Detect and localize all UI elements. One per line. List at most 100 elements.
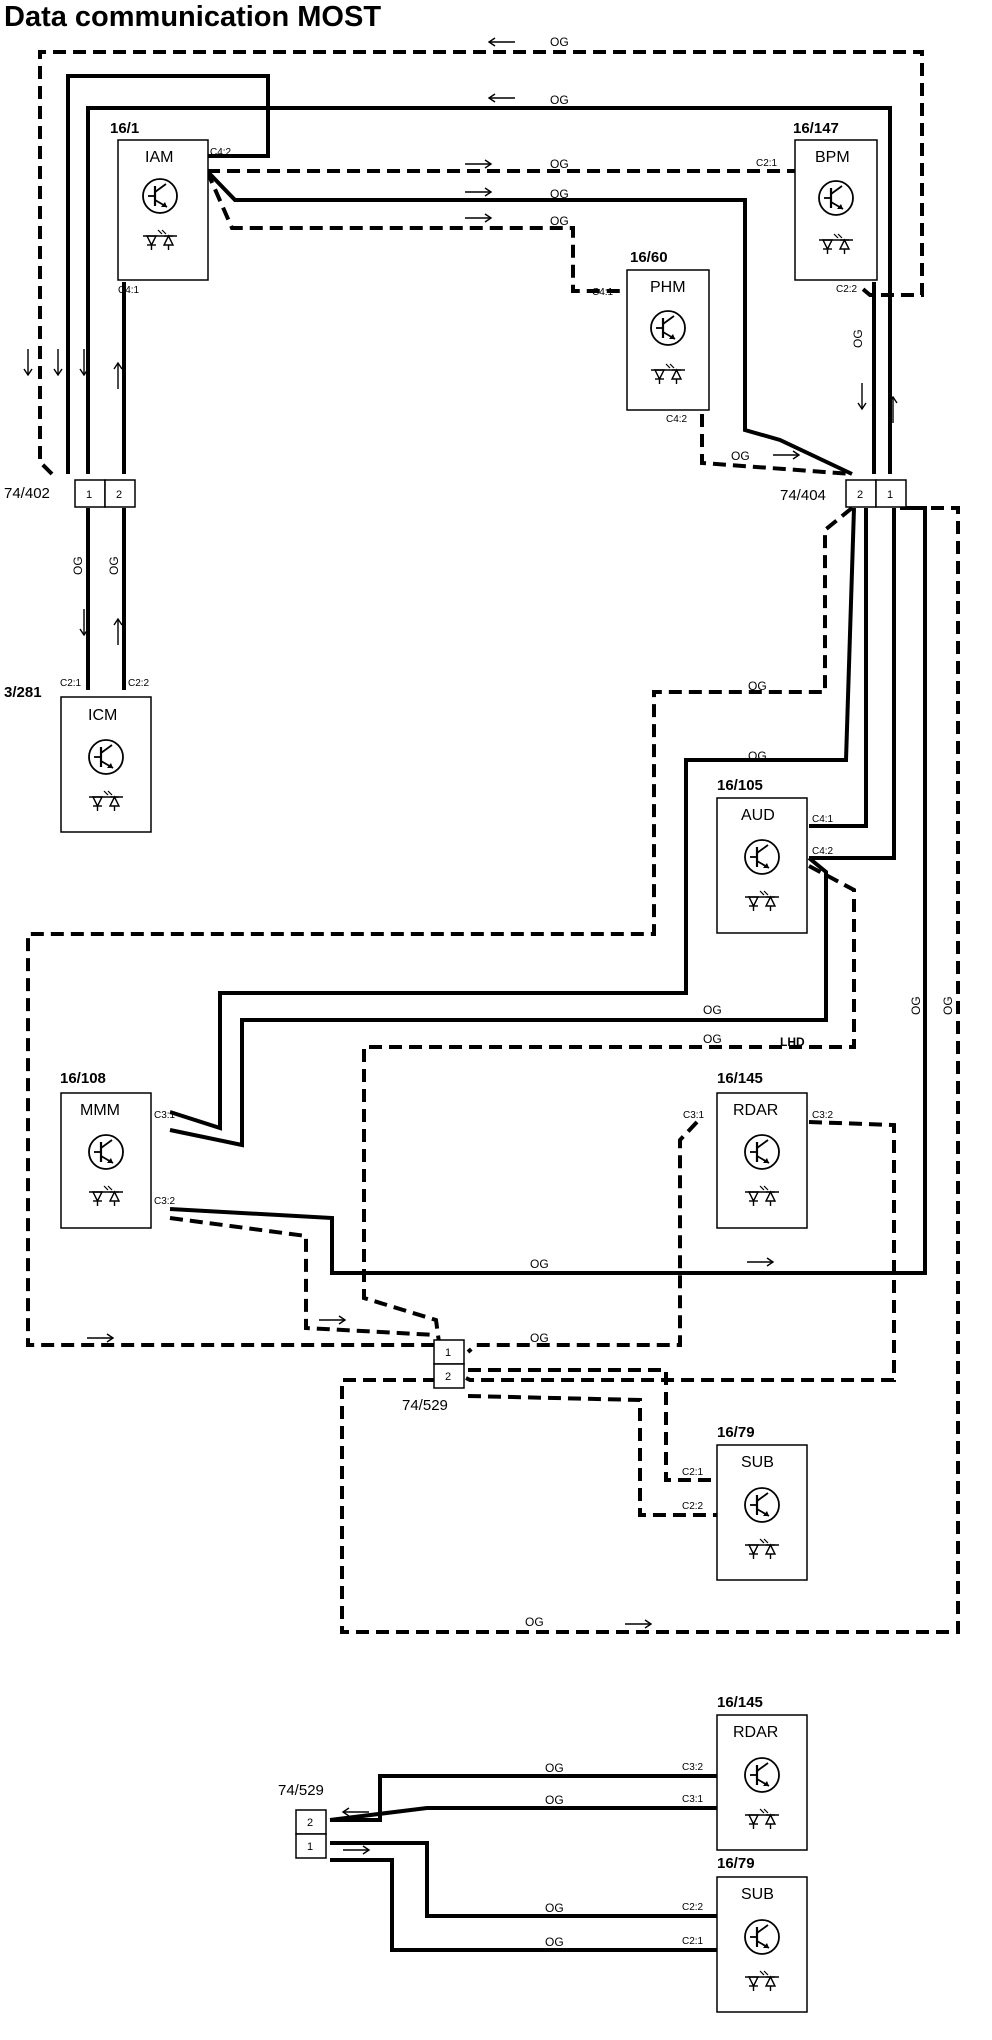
pin-label: C2:2 — [682, 1902, 704, 1913]
pin-label: C4:2 — [812, 846, 834, 857]
wire-color-label: OG — [550, 187, 569, 201]
arrow-right-icon — [318, 1315, 346, 1325]
arrow-right-icon — [624, 1619, 652, 1629]
wire-layer — [26, 50, 960, 1634]
wire-labels: OG OG OG OG OG OG OG OG OG OG LHD OG OG … — [71, 35, 955, 1949]
module-name: SUB — [741, 1454, 774, 1471]
module-ref: 16/145 — [717, 1694, 763, 1711]
module-ref: 16/79 — [717, 1424, 755, 1441]
pin-label: C2:1 — [682, 1467, 704, 1478]
module-iam: 16/1 IAM C4:2 C4:1 — [110, 120, 232, 296]
arrow-right-icon — [464, 187, 492, 197]
connector-74-529: 1 2 74/529 — [402, 1339, 465, 1414]
arrow-right-icon — [464, 159, 492, 169]
module-phm: 16/60 PHM C4:1 C4:2 — [592, 249, 710, 425]
connector-74-402: 74/402 1 2 — [4, 479, 136, 508]
connector-pin: 2 — [116, 489, 122, 501]
wire-color-label: OG — [703, 1003, 722, 1017]
module-bpm: 16/147 BPM C2:1 C2:2 — [756, 120, 878, 295]
module-name: IAM — [145, 149, 173, 166]
module-ref: 16/108 — [60, 1070, 106, 1087]
arrow-right-icon — [772, 450, 800, 460]
module-ref: 16/147 — [793, 120, 839, 137]
wire-color-label: OG — [731, 449, 750, 463]
lhd-note: LHD — [780, 1035, 805, 1049]
module-name: SUB — [741, 1886, 774, 1903]
arrow-down-icon — [857, 382, 867, 410]
connector-pin: 1 — [887, 489, 893, 501]
lower-wire-layer — [329, 1774, 717, 1952]
connector-ref: 74/404 — [780, 487, 826, 504]
pin-label: C3:2 — [812, 1110, 834, 1121]
module-ref: 3/281 — [4, 684, 42, 701]
pin-label: C3:2 — [682, 1762, 704, 1773]
connector-pin: 2 — [307, 1817, 313, 1829]
wire-color-label: OG — [909, 996, 923, 1015]
connector-pin: 1 — [307, 1841, 313, 1853]
connector-pin: 2 — [857, 489, 863, 501]
arrow-down-icon — [23, 348, 33, 376]
module-ref: 16/105 — [717, 777, 763, 794]
pin-label: C4:2 — [210, 147, 232, 158]
module-ref: 16/1 — [110, 120, 139, 137]
wire-color-label: OG — [941, 996, 955, 1015]
pin-label: C3:1 — [682, 1794, 704, 1805]
pin-label: C3:1 — [154, 1110, 176, 1121]
module-name: AUD — [741, 807, 775, 824]
module-name: PHM — [650, 279, 686, 296]
wire-color-label: OG — [107, 556, 121, 575]
connector-ref: 74/402 — [4, 485, 50, 502]
pin-label: C2:1 — [60, 678, 82, 689]
connector-ref: 74/529 — [278, 1782, 324, 1799]
wire-color-label: OG — [71, 556, 85, 575]
module-icm: 3/281 ICM C2:1 C2:2 — [4, 678, 152, 833]
module-name: ICM — [88, 707, 117, 724]
pin-label: C4:2 — [666, 414, 688, 425]
connector-pin: 1 — [445, 1347, 451, 1359]
arrow-right-icon — [86, 1333, 114, 1343]
wire-color-label: OG — [530, 1331, 549, 1345]
wire-color-label: OG — [525, 1615, 544, 1629]
pin-label: C2:1 — [756, 158, 778, 169]
page-title: Data communication MOST — [4, 1, 382, 33]
pin-label: C4:1 — [592, 287, 614, 298]
connector-pin: 2 — [445, 1371, 451, 1383]
wire-color-label: OG — [703, 1032, 722, 1046]
module-name: RDAR — [733, 1724, 778, 1741]
arrow-right-icon — [746, 1257, 774, 1267]
module-sub: 16/79 SUB C2:1 C2:2 — [682, 1424, 808, 1581]
wire-color-label: OG — [851, 329, 865, 348]
module-mmm: 16/108 MMM C3:1 C3:2 — [60, 1070, 176, 1229]
pin-label: C2:1 — [682, 1936, 704, 1947]
connector-74-404: 74/404 2 1 — [780, 479, 907, 508]
module-name: RDAR — [733, 1102, 778, 1119]
module-rdar: 16/145 RDAR C3:1 C3:2 — [683, 1070, 834, 1229]
module-name: MMM — [80, 1102, 120, 1119]
wire-color-label: OG — [530, 1257, 549, 1271]
wire-color-label: OG — [550, 157, 569, 171]
wire-color-label: OG — [550, 93, 569, 107]
arrow-left-icon — [488, 37, 516, 47]
arrow-right-icon — [342, 1845, 370, 1855]
wire-color-label: OG — [550, 35, 569, 49]
arrow-right-icon — [464, 213, 492, 223]
pin-label: C4:1 — [812, 814, 834, 825]
arrow-left-icon — [488, 93, 516, 103]
wire-color-label: OG — [545, 1901, 564, 1915]
arrow-up-icon — [113, 362, 123, 390]
module-sub-lower: 16/79 SUB C2:2 C2:1 — [682, 1855, 808, 2013]
connector-ref: 74/529 — [402, 1397, 448, 1414]
module-aud: 16/105 AUD C4:1 C4:2 — [716, 777, 834, 934]
module-ref: 16/145 — [717, 1070, 763, 1087]
pin-label: C3:1 — [683, 1110, 705, 1121]
arrow-down-icon — [53, 348, 63, 376]
pin-label: C2:2 — [682, 1501, 704, 1512]
wire-color-label: OG — [545, 1793, 564, 1807]
signal-arrows — [23, 37, 898, 1855]
arrow-up-icon — [113, 618, 123, 646]
wire-color-label: OG — [545, 1761, 564, 1775]
wire-color-label: OG — [550, 214, 569, 228]
module-name: BPM — [815, 149, 850, 166]
module-ref: 16/79 — [717, 1855, 755, 1872]
